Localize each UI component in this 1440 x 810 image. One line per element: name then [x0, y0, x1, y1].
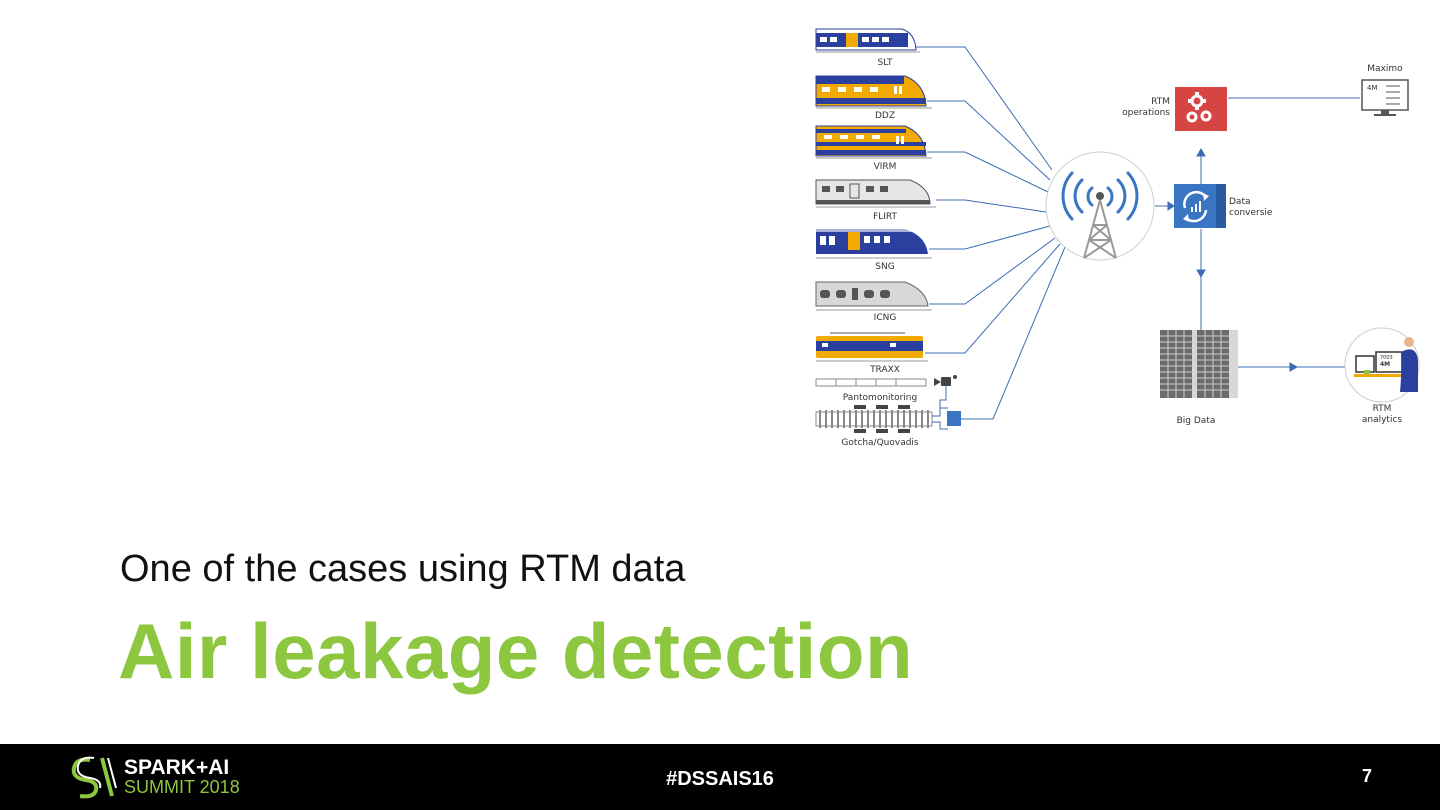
event-hashtag: #DSSAIS16 [666, 768, 774, 790]
gears-icon [1175, 87, 1227, 131]
node-label: Maximo [1367, 64, 1403, 74]
node-label-line1: RTM [1373, 404, 1392, 414]
rtm-operations-node: RTM operations [1122, 87, 1227, 131]
rtm-architecture-diagram: SLT DDZ VIRM FLIRT SNG [815, 28, 1420, 448]
spark-ai-summit-logo: SPARK+AI SUMMIT 2018 [68, 754, 248, 800]
footer-bar: SPARK+AI SUMMIT 2018 #DSSAIS16 7 [0, 744, 1440, 810]
sensor-hub [947, 411, 961, 426]
camera-icon [934, 375, 957, 386]
train-label: VIRM [874, 162, 897, 172]
sensor-label: Gotcha/Quovadis [841, 438, 919, 448]
train-label: SLT [878, 58, 893, 68]
train-virm: VIRM [815, 125, 932, 172]
train-ddz: DDZ [815, 75, 932, 121]
node-label-line2: conversie [1229, 208, 1273, 218]
maximo-node: Maximo 4M [1361, 64, 1409, 116]
train-flirt: FLIRT [815, 179, 936, 222]
big-data-node: Big Data [1160, 330, 1238, 426]
radio-tower-icon [1045, 151, 1155, 261]
flow-connectors [1155, 97, 1360, 372]
sensor-gotcha: Gotcha/Quovadis [815, 405, 961, 448]
rtm-analytics-node: 7003 4M RTM analytics [1344, 327, 1420, 425]
train-label: TRAXX [869, 365, 900, 375]
train-connectors [916, 46, 1066, 420]
logo-line1: SPARK+AI [124, 756, 230, 779]
train-sng: SNG [816, 229, 932, 272]
train-icng: ICNG [815, 281, 932, 323]
maximo-badge: 4M [1367, 84, 1378, 92]
svg-text:7003: 7003 [1380, 355, 1393, 361]
node-label-line1: Data [1229, 197, 1251, 207]
node-label-line2: analytics [1362, 415, 1403, 425]
sensor-pantomonitoring: Pantomonitoring [815, 375, 957, 408]
spark-logo-icon [71, 756, 117, 799]
train-slt: SLT [815, 28, 920, 68]
data-conversie-node: Data conversie [1174, 184, 1273, 228]
node-label-line2: operations [1122, 108, 1170, 118]
sensor-label: Pantomonitoring [843, 393, 917, 403]
analyst-workstation-icon: 7003 4M [1354, 337, 1418, 392]
server-rack-icon [1160, 330, 1238, 398]
slide-title: Air leakage detection [118, 607, 914, 695]
train-label: FLIRT [873, 212, 897, 222]
train-label: SNG [875, 262, 894, 272]
analytics-badge: 4M [1380, 361, 1390, 368]
train-traxx: TRAXX [816, 332, 928, 375]
node-label: Big Data [1177, 416, 1216, 426]
page-number: 7 [1362, 766, 1373, 786]
train-label: DDZ [875, 111, 895, 121]
logo-line2: SUMMIT 2018 [124, 777, 240, 797]
node-label-line1: RTM [1151, 97, 1170, 107]
monitor-icon: 4M [1361, 79, 1409, 116]
slide-subtitle: One of the cases using RTM data [120, 548, 686, 590]
train-label: ICNG [874, 313, 897, 323]
